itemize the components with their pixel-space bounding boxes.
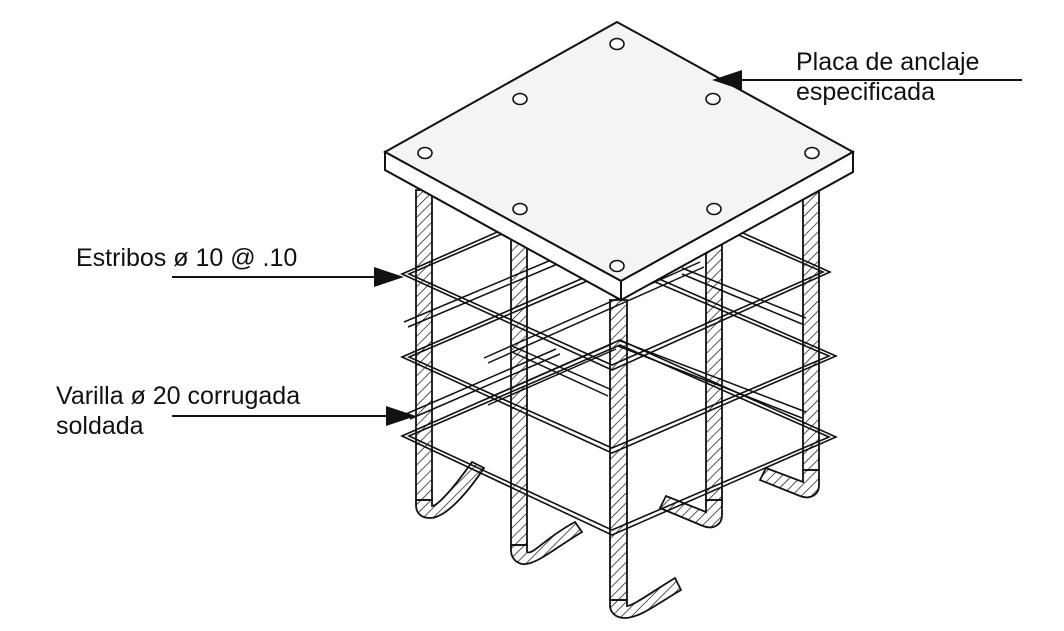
rebar-label: Varilla ø 20 corrugada soldada bbox=[56, 381, 300, 441]
rebar-bar-back-left bbox=[510, 239, 584, 565]
cross-ties bbox=[403, 257, 807, 420]
anchor-plate bbox=[382, 20, 856, 302]
anchor-plate-label-line2: especificada bbox=[796, 78, 935, 106]
anchor-plate-label: Placa de anclaje especificada bbox=[796, 47, 979, 107]
rebar-bar-front-center bbox=[609, 299, 683, 619]
rebar-bar-front-left bbox=[415, 189, 486, 519]
stirrup-level-2 bbox=[400, 261, 839, 454]
rebar-bar-back-right bbox=[758, 189, 820, 499]
stirrups-label-line1: Estribos ø 10 @ .10 bbox=[76, 244, 298, 272]
rebar-label-line2: soldada bbox=[56, 412, 144, 440]
leader-anchor-plate bbox=[712, 70, 1022, 90]
anchor-plate-holes bbox=[417, 37, 820, 273]
rebar-label-line1: Varilla ø 20 corrugada bbox=[56, 382, 301, 410]
leader-stirrups bbox=[172, 267, 404, 287]
leader-rebar bbox=[172, 406, 416, 426]
anchor-plate-label-line1: Placa de anclaje bbox=[796, 48, 980, 76]
stirrups-label: Estribos ø 10 @ .10 bbox=[76, 243, 297, 273]
